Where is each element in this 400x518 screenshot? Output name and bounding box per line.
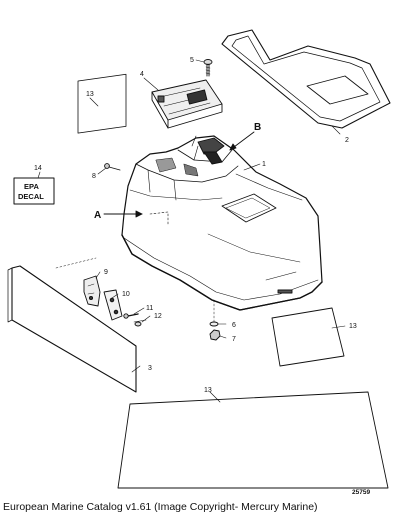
screw-part-8: [104, 163, 121, 171]
label-part-11: 11: [146, 305, 153, 312]
label-part-3: 3: [148, 365, 152, 372]
washer-part-12: [133, 319, 147, 327]
label-part-12: 12: [154, 313, 162, 320]
callout-a-arrow: [103, 210, 143, 218]
decal-sheet-part-13-bottom: [117, 391, 389, 489]
label-part-6: 6: [232, 322, 236, 329]
decal-line-2: DECAL: [18, 192, 44, 201]
label-part-14: 14: [34, 165, 42, 172]
washer-part-6: [209, 321, 219, 327]
reference-number: 25759: [352, 489, 370, 496]
label-part-13-right: 13: [349, 323, 357, 330]
callout-b-arrow: [229, 131, 255, 151]
latch-bracket-part-4: [151, 79, 223, 129]
leader-lines: [37, 59, 346, 403]
top-pad-part-2: [221, 29, 391, 129]
decal-sheet-part-13-right: [271, 307, 345, 367]
epa-decal-box: [13, 177, 55, 205]
label-part-2: 2: [345, 137, 349, 144]
nut-part-7: [209, 329, 221, 341]
callout-b-label: B: [254, 122, 261, 133]
label-part-1: 1: [262, 161, 266, 168]
top-cowl-part-1: [121, 135, 323, 311]
decal-line-1: EPA: [24, 182, 39, 191]
latch-hook-part-9: [83, 275, 101, 307]
label-part-10: 10: [122, 291, 130, 298]
image-caption: European Marine Catalog v1.61 (Image Cop…: [3, 501, 318, 513]
label-part-8: 8: [92, 173, 96, 180]
label-part-5: 5: [190, 57, 194, 64]
side-panel-part-3: [7, 265, 137, 393]
label-part-7: 7: [232, 336, 236, 343]
leader-dashed-9: [55, 257, 97, 269]
label-part-13-upper: 13: [86, 91, 94, 98]
screw-part-5: [203, 59, 213, 77]
latch-plate-part-10: [103, 289, 123, 321]
screw-part-11: [123, 313, 139, 319]
label-part-4: 4: [140, 71, 144, 78]
label-part-9: 9: [104, 269, 108, 276]
callout-a-label: A: [94, 210, 101, 221]
decal-sheet-part-13-upper: [77, 73, 127, 134]
label-part-13-bottom: 13: [204, 387, 212, 394]
